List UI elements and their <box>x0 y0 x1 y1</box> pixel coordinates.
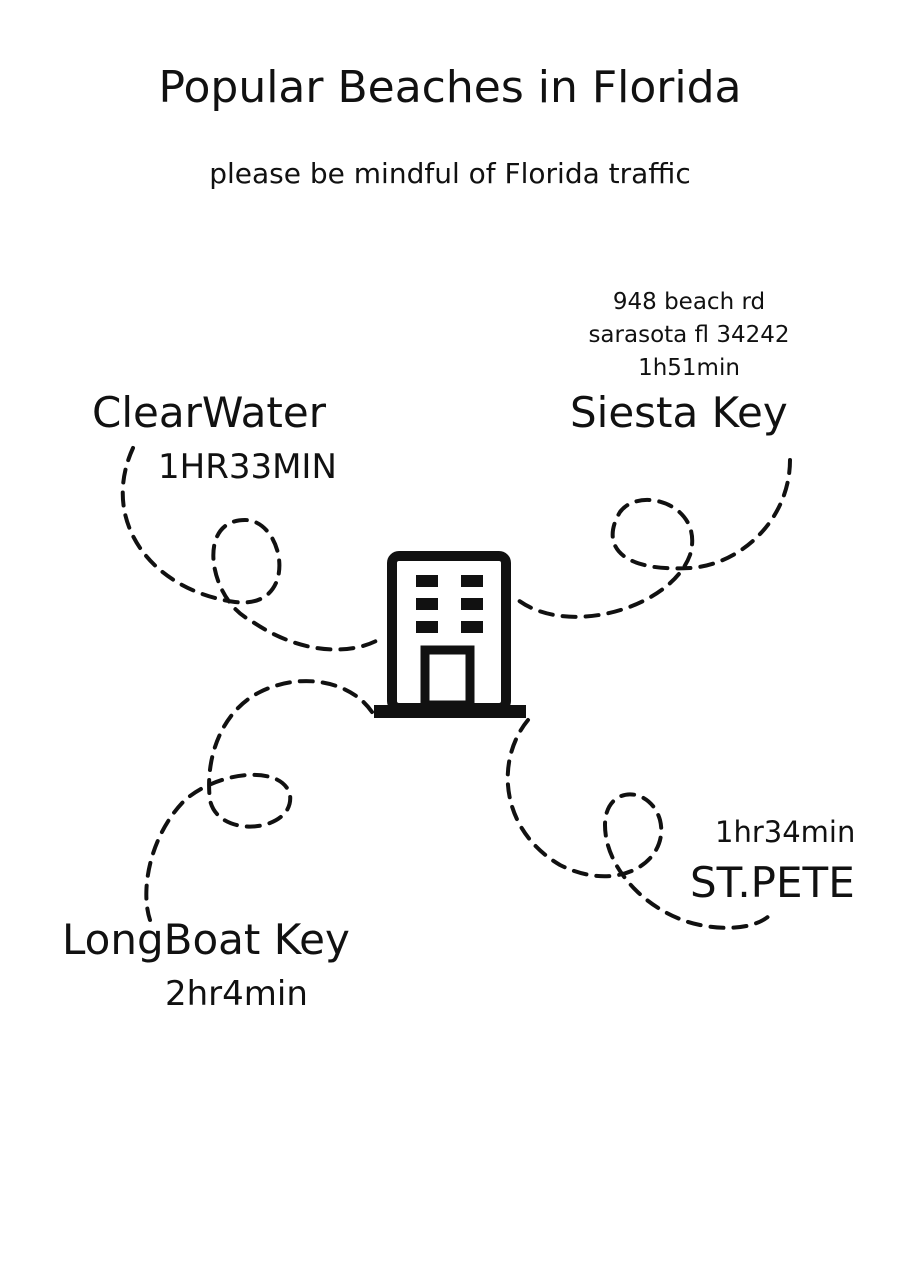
hotel-building-icon <box>374 551 526 718</box>
st-pete-time: 1hr34min <box>715 815 856 849</box>
longboat-key-label: LongBoat Key <box>62 915 350 964</box>
st-pete-label: ST.PETE <box>690 858 855 907</box>
siesta-key-label: Siesta Key <box>570 388 788 437</box>
page-subtitle: please be mindful of Florida traffic <box>209 157 691 190</box>
siesta-key-address-line2: sarasota fl 34242 <box>588 322 790 348</box>
route-clearwater <box>120 446 380 652</box>
clearwater-time: 1HR33MIN <box>158 447 337 487</box>
route-siesta-key <box>510 458 792 619</box>
siesta-key-address-line1: 948 beach rd <box>612 289 766 315</box>
clearwater-label: ClearWater <box>92 388 326 437</box>
longboat-key-time: 2hr4min <box>165 974 308 1014</box>
siesta-key-time: 1h51min <box>638 355 740 381</box>
siesta-key-address: 948 beach rd sarasota fl 34242 1h51min <box>560 286 818 385</box>
route-st-pete <box>505 718 772 930</box>
page-title: Popular Beaches in Florida <box>158 62 742 113</box>
route-longboat-key <box>144 679 374 922</box>
